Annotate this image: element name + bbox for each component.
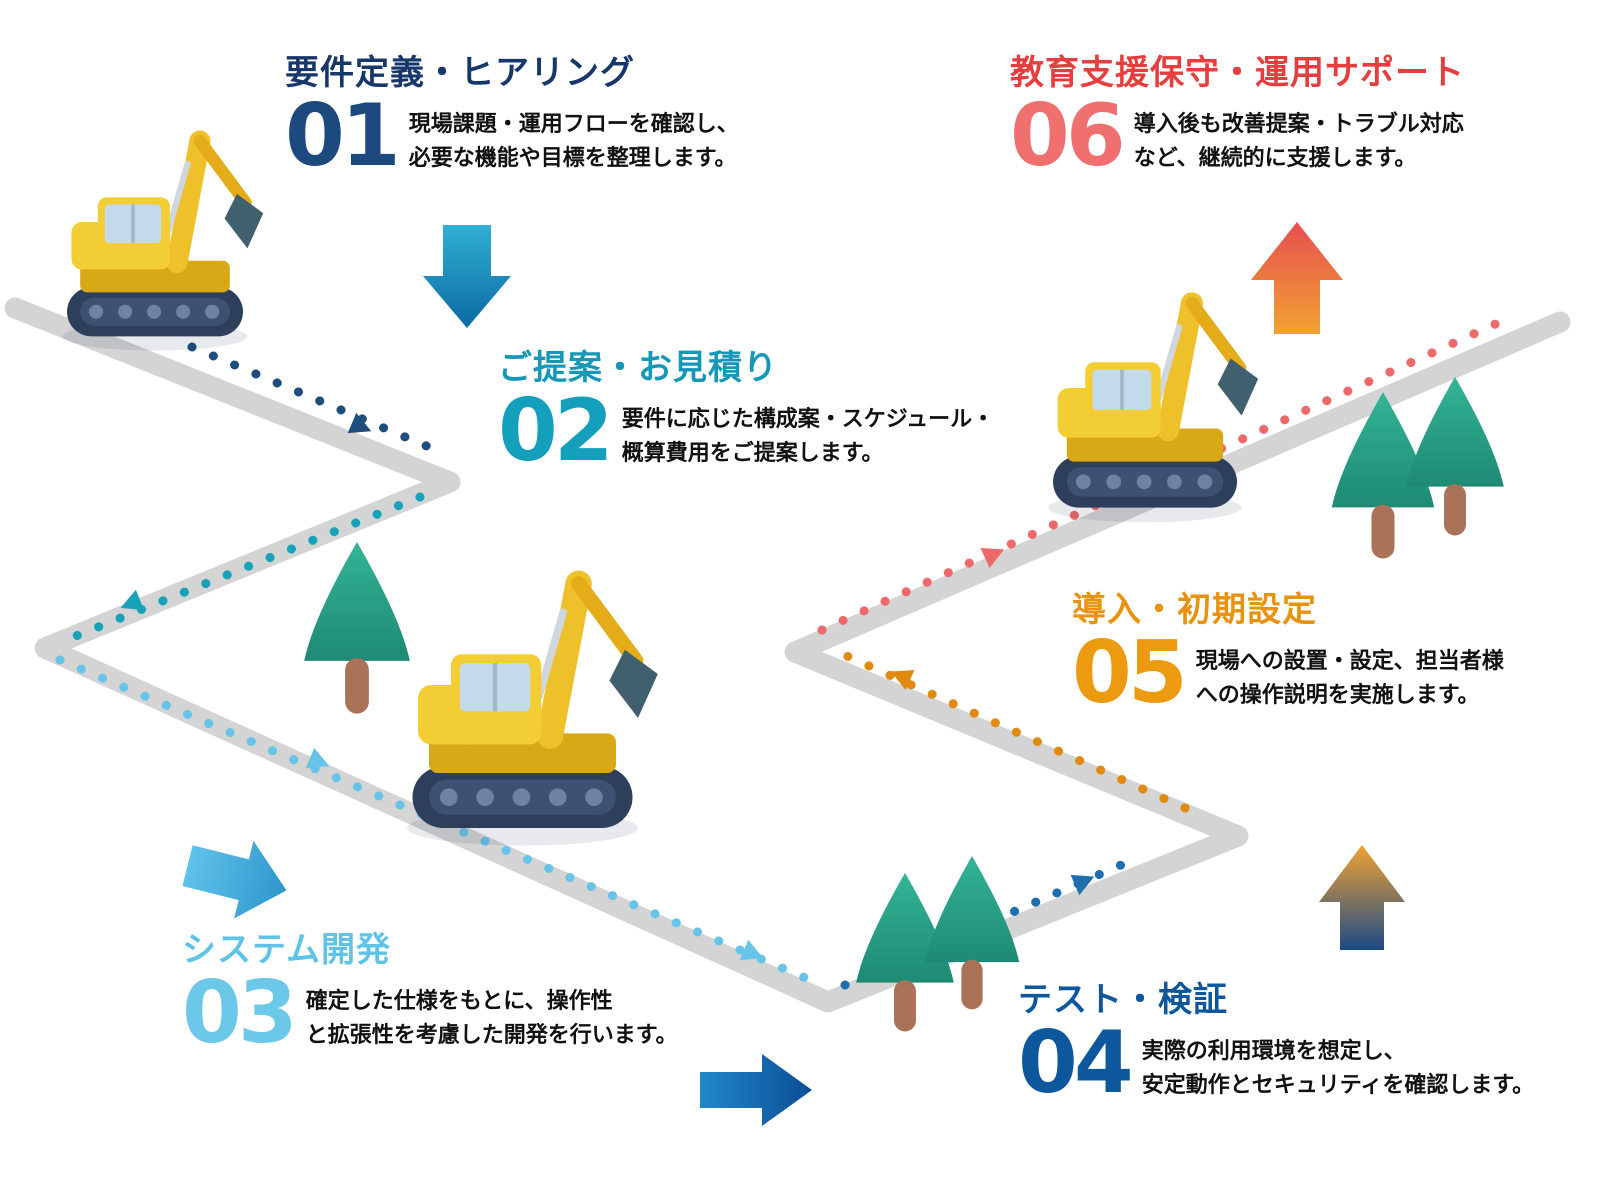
step-06-description: 導入後も改善提案・トラブル対応 など、継続的に支援します。 [1134,108,1464,176]
step-04-number: 04 [1018,1013,1134,1114]
direction-triangle-icon [980,547,1005,569]
excavator-icon [407,584,658,846]
step-06-title: 教育支援保守・運用サポート [1010,53,1465,93]
step-02-description: 要件に応じた構成案・スケジュール・ 概算費用をご提案します。 [622,403,994,471]
step-06: 教育支援保守・運用サポート 06 導入後も改善提案・トラブル対応 など、継続的に… [1010,53,1465,187]
direction-triangle-icon [1070,874,1095,896]
direction-triangle-icon [739,939,764,961]
step-05-number: 05 [1072,623,1188,724]
direction-triangle-icon [347,412,372,434]
up-arrow-icon [1251,222,1343,334]
step-05-title: 導入・初期設定 [1072,590,1317,630]
step-03-desc-line1: 確定した仕様をもとに、操作性 [305,989,613,1015]
step-04-description: 実際の利用環境を想定し、 安定動作とセキュリティを確認します。 [1142,1035,1534,1103]
step-04-desc-line1: 実際の利用環境を想定し、 [1141,1039,1406,1065]
step-06-desc-line2: など、継続的に支援します。 [1133,146,1417,172]
tree-icon [924,855,1020,1010]
road-path [4,297,1571,1013]
step-02: ご提案・お見積り 02 要件に応じた構成案・スケジュール・ 概算費用をご提案しま… [498,348,994,482]
step-04: テスト・検証 04 実際の利用環境を想定し、 安定動作とセキュリティを確認します… [1018,980,1534,1114]
step-01-desc-line1: 現場課題・運用フローを確認し、 [408,112,739,138]
down-arrow-icon [423,225,511,328]
step-03: システム開発 03 確定した仕様をもとに、操作性 と拡張性を考慮した開発を行いま… [182,930,678,1064]
tree-icon [304,542,410,714]
right-arrow-icon [182,840,287,919]
step-01-title: 要件定義・ヒアリング [285,53,635,93]
step-06-desc-line1: 導入後も改善提案・トラブル対応 [1133,112,1464,138]
direction-triangle-icon [120,589,145,611]
step-05-desc-line2: への操作説明を実施します。 [1195,683,1480,709]
step-01: 要件定義・ヒアリング 01 現場課題・運用フローを確認し、 必要な機能や目標を整… [285,53,739,187]
step-05: 導入・初期設定 05 現場への設置・設定、担当者様 への操作説明を実施します。 [1072,590,1504,724]
step-03-desc-line2: と拡張性を考慮した開発を行います。 [305,1023,678,1049]
tree-icon [1406,376,1504,536]
excavator-icon [1048,303,1258,522]
step-06-number: 06 [1010,86,1126,187]
excavator-icon [63,141,264,350]
step-04-title: テスト・検証 [1018,980,1228,1020]
step-03-number: 03 [182,963,298,1064]
step-05-description: 現場への設置・設定、担当者様 への操作説明を実施します。 [1196,645,1504,713]
step-04-desc-line2: 安定動作とセキュリティを確認します。 [1141,1073,1535,1099]
step-03-title: システム開発 [182,930,391,970]
up-arrow-icon [1319,845,1405,950]
step-01-description: 現場課題・運用フローを確認し、 必要な機能や目標を整理します。 [409,108,739,176]
step-02-number: 02 [498,381,614,482]
direction-triangle-icon [305,747,330,769]
direction-triangle-icon [890,669,915,691]
right-arrow-icon [700,1054,812,1126]
step-02-desc-line2: 概算費用をご提案します。 [621,441,884,467]
step-02-title: ご提案・お見積り [498,348,778,388]
step-02-desc-line1: 要件に応じた構成案・スケジュール・ [621,407,995,433]
step-05-desc-line1: 現場への設置・設定、担当者様 [1195,649,1504,675]
step-01-number: 01 [285,86,401,187]
dots-segment-1 [187,342,441,455]
step-03-description: 確定した仕様をもとに、操作性 と拡張性を考慮した開発を行います。 [306,985,678,1053]
step-01-desc-line2: 必要な機能や目標を整理します。 [408,146,737,172]
